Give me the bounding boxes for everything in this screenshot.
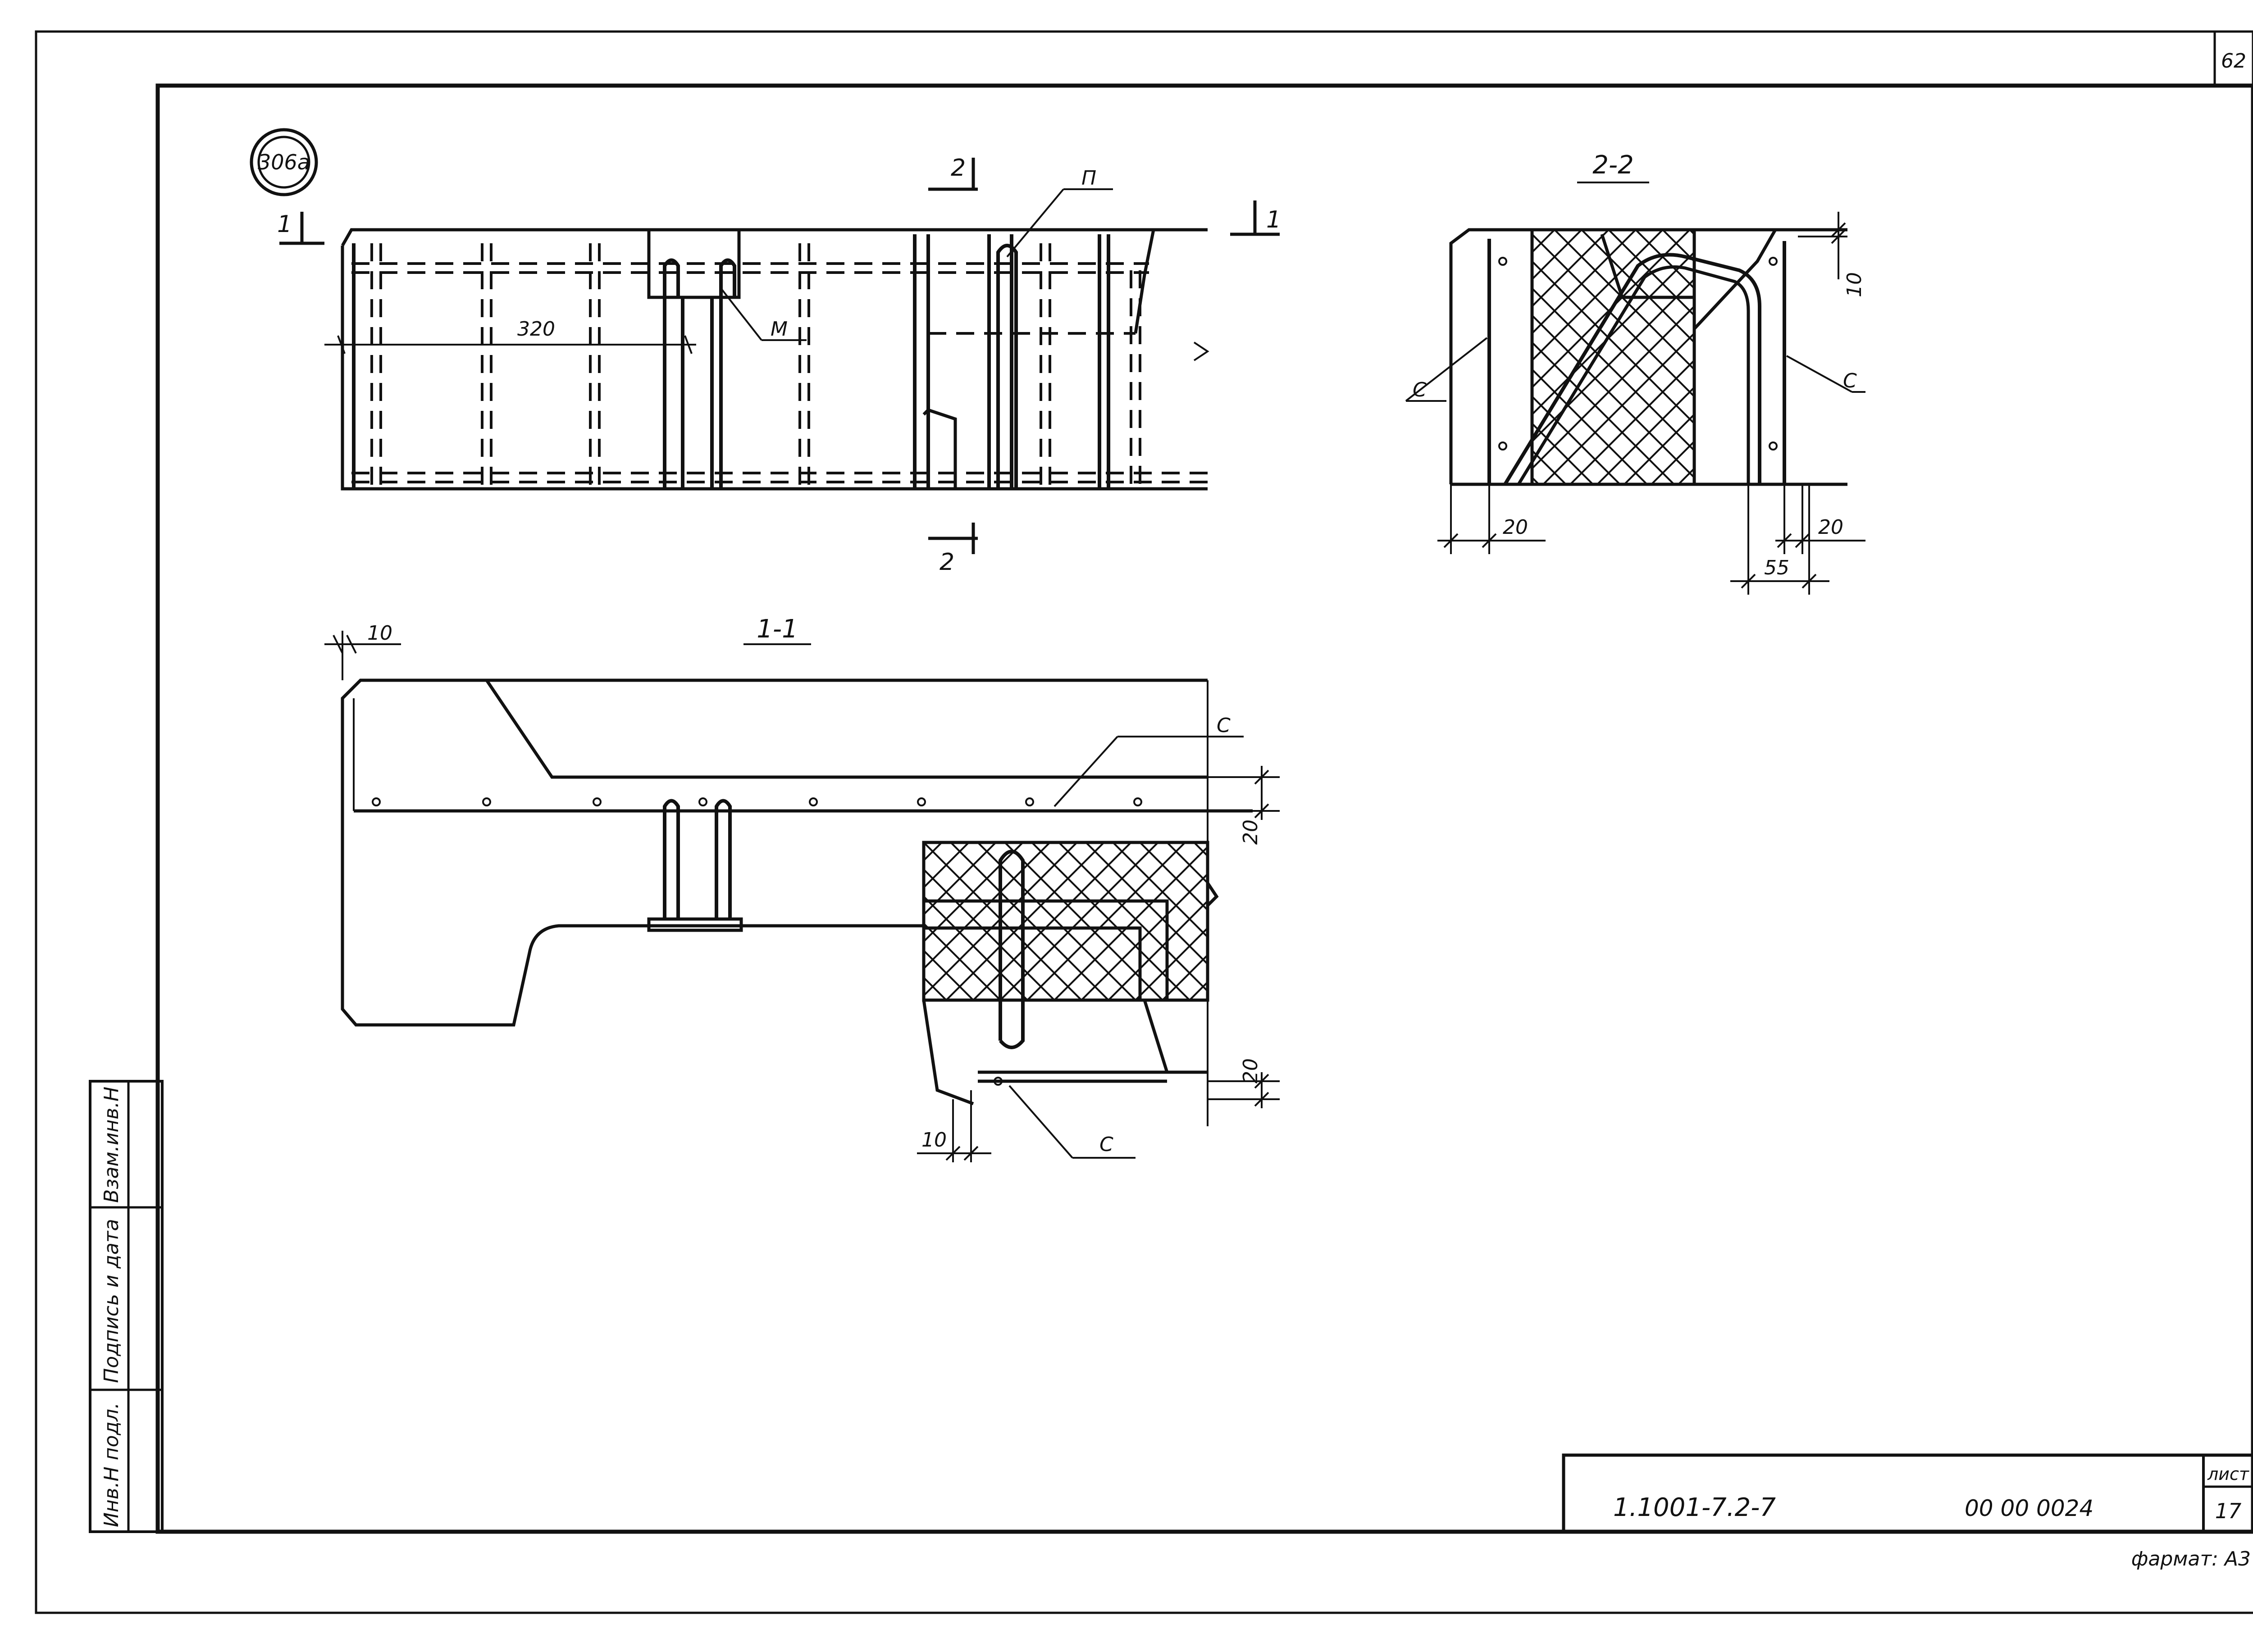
label-m: М — [771, 318, 788, 341]
side-stamp: Инв.Н подл. Подпись и дата Взам.инв.Н — [89, 1080, 164, 1533]
section-1-mark-left: 1 — [277, 211, 292, 238]
label-c-bottom: С — [1099, 1133, 1113, 1156]
dim-20-left: 20 — [1503, 516, 1528, 539]
dim-20-bottom: 20 — [1239, 1058, 1262, 1083]
dim-20-right: 20 — [1818, 516, 1843, 539]
plan-view: 320 М П 1 1 2 2 — [277, 155, 1281, 576]
dim-320: 320 — [517, 318, 555, 341]
page-number: 62 — [2221, 50, 2246, 73]
page-number-box: 62 — [2213, 30, 2253, 87]
designation: 1.1001-7.2-7 — [1613, 1493, 1776, 1522]
section-2-2-title: 2-2 — [1592, 150, 1633, 180]
label-p: П — [1081, 167, 1096, 190]
label-c-right: С — [1843, 369, 1857, 392]
inner-frame — [155, 83, 2253, 1534]
stamp-label-inv-podl: Инв.Н подл. — [100, 1402, 123, 1527]
section-1-mark-right: 1 — [1266, 206, 1281, 233]
format-label: фармат: А3 — [2131, 1547, 2251, 1570]
section-2-2: 2-2 С С 10 20 — [1405, 150, 1866, 595]
sheet-label: лист — [2207, 1464, 2250, 1484]
dim-55: 55 — [1764, 556, 1789, 579]
insulation-block — [922, 841, 1209, 1002]
rebar-dots — [372, 797, 1142, 806]
dim-10-top: 10 — [367, 622, 392, 645]
dim-10: 10 — [1843, 272, 1866, 297]
dim-10-bottom: 10 — [921, 1129, 947, 1151]
label-c-left: С — [1413, 378, 1427, 401]
document-code: 00 00 0024 — [1965, 1495, 2093, 1521]
stamp-text: 306а — [258, 150, 310, 174]
dim-20-top: 20 — [1239, 819, 1262, 845]
stamp-label-podpis: Подпись и дата — [100, 1219, 123, 1383]
stamp-label-vzam: Взам.инв.Н — [100, 1087, 123, 1203]
title-block: 1.1001-7.2-7 00 00 0024 лист 17 — [1562, 1453, 2253, 1534]
section-1-1: 1-1 — [324, 614, 1280, 1162]
label-c-top: С — [1217, 714, 1231, 737]
section-2-mark-bottom: 2 — [940, 549, 954, 576]
stamp-circle: 306а — [250, 128, 318, 196]
section-1-1-title: 1-1 — [757, 614, 798, 644]
outer-frame — [35, 30, 2253, 1614]
sheet-number: 17 — [2215, 1499, 2242, 1523]
section-2-mark-top: 2 — [951, 155, 966, 182]
